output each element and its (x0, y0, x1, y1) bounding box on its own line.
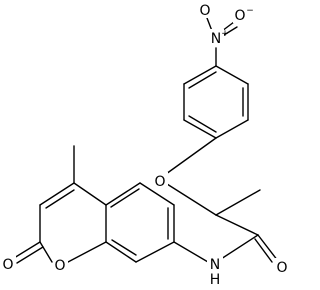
atom-label-h-amide: H (210, 272, 221, 288)
atom-label-o-ring: O (54, 258, 65, 274)
bond-ch-co (215, 214, 259, 236)
bond-ar-4-inner (188, 115, 217, 133)
atom-label-o-nitro-right: O (234, 8, 245, 24)
bond-ar-o (165, 137, 217, 175)
bond-n-c7 (173, 241, 209, 263)
atom-label-o-carbonyl-amide: O (276, 260, 287, 276)
atom-label-o-ether: O (154, 174, 165, 190)
charge-nitro-n: + (221, 29, 229, 39)
bond-co-n (220, 234, 259, 260)
bond-co-o-b (254, 238, 273, 263)
atom-label-n-nitro: N (211, 31, 221, 47)
bond-ar-3 (215, 119, 249, 139)
bond-c8a-c8-inner (111, 239, 137, 256)
bond-c2-o-b (16, 246, 44, 264)
bond-ar-6-inner (188, 71, 217, 89)
bond-lines (13, 17, 279, 264)
molecule-drawing: N + O O − O O N H O O (1, 1, 290, 288)
bond-c7-c8 (135, 241, 175, 263)
bond-n-o-right-b (223, 26, 238, 36)
bond-o-ch (166, 183, 217, 216)
chemical-structure-figure: N + O O − O O N H O O (1, 1, 290, 288)
bond-c3-c4-inner (45, 189, 75, 209)
bond-ch-me (215, 189, 261, 216)
bond-c3-c4 (39, 182, 75, 206)
atom-label-o-nitro-top: O (199, 3, 210, 19)
bond-co-o-a (257, 234, 279, 262)
bond-c5-c4a (105, 182, 141, 206)
atom-label-n-amide: N (210, 257, 220, 273)
bond-c4-c4a (73, 182, 107, 206)
bond-c8a-o1 (67, 241, 107, 263)
bond-o1-c2 (39, 241, 53, 263)
atom-labels: N + O O − O O N H O O (1, 1, 290, 288)
bond-ar-1 (215, 65, 249, 85)
bond-c8a-c8 (105, 241, 137, 263)
bond-c6-c5 (139, 182, 175, 206)
bond-n-o-top (206, 17, 213, 32)
bond-c5-c4a-inner (110, 188, 140, 208)
charge-nitro-o: − (246, 6, 254, 16)
bond-ar-4 (183, 119, 217, 139)
bond-c2-o-a (13, 241, 41, 259)
bond-ar-6 (183, 65, 217, 85)
atom-label-o-carbonyl-lactone: O (2, 257, 13, 273)
